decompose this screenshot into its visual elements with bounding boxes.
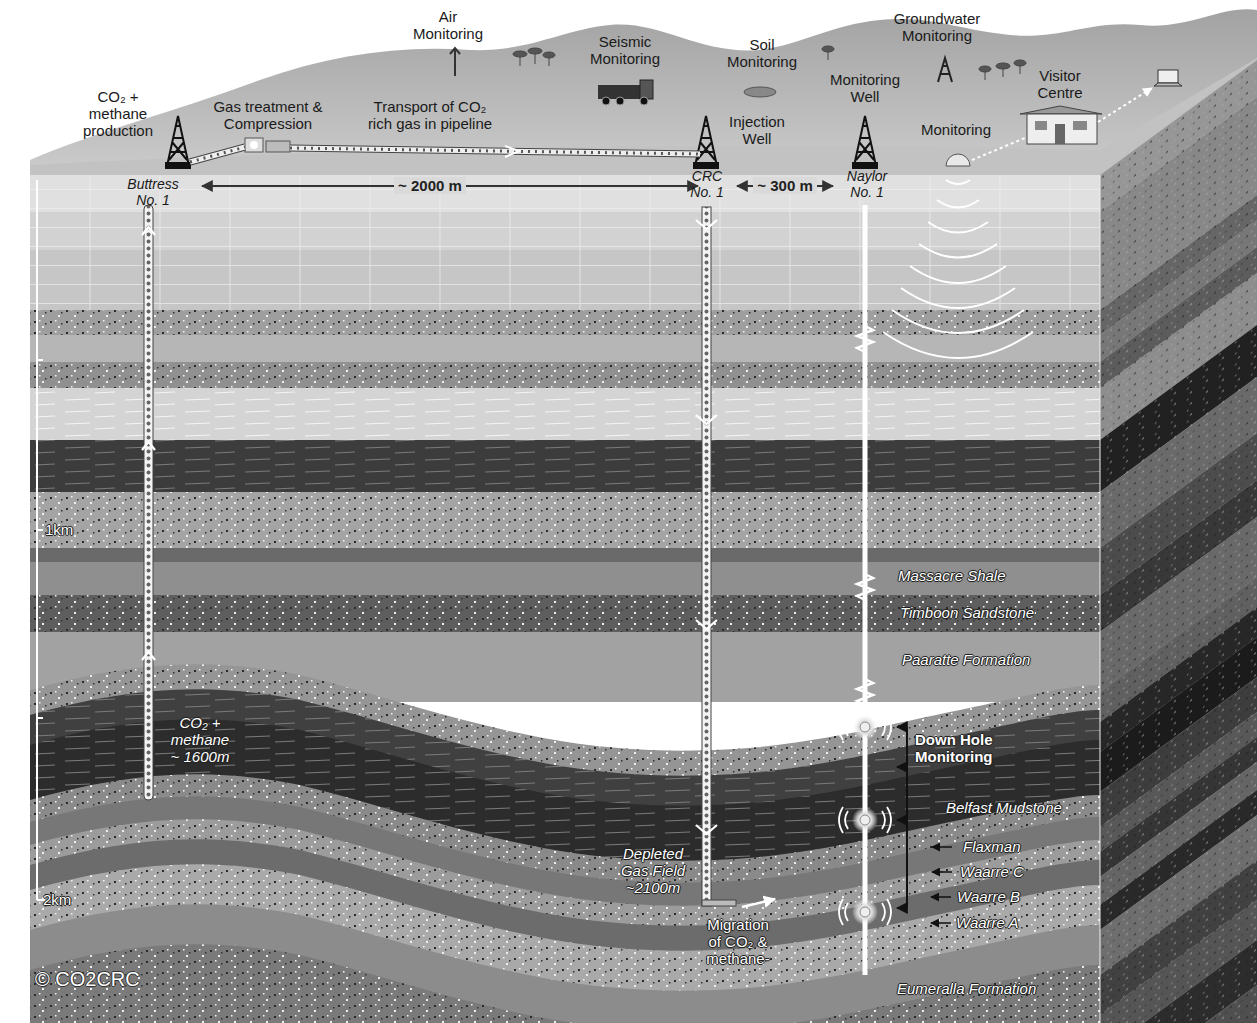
surface-label: Soil Monitoring (720, 36, 805, 70)
formation-label: Waarre B (957, 888, 1020, 905)
laptop (1154, 70, 1182, 86)
rock-layers (30, 175, 1100, 1023)
monitoring-label: Down Hole Monitoring (915, 731, 1025, 765)
well-name: Buttress No. 1 (118, 176, 188, 208)
monitoring-dome (946, 154, 970, 166)
dimension-label: ~ 300 m (753, 177, 816, 194)
migration-arrow (742, 899, 775, 907)
surface-label: Visitor Centre (1025, 67, 1095, 101)
seismic-waves (883, 180, 1033, 358)
formation-label: Massacre Shale (898, 567, 1006, 584)
soil-sensor (744, 87, 776, 97)
formation-label: Timboon Sandstone (900, 604, 1034, 621)
air-monitoring-mast (450, 48, 460, 76)
formation-label: Paaratte Formation (902, 651, 1030, 668)
depth-label: Depleted Gas Field ~2100m (616, 845, 691, 896)
surface-label: Air Monitoring (406, 8, 491, 42)
surface-label: Seismic Monitoring (580, 33, 670, 67)
well-name: Naylor No. 1 (837, 168, 897, 200)
depth-scale-label: 1km (45, 521, 73, 538)
depth-scale-label: 2km (43, 891, 71, 908)
down-hole-bracket (897, 727, 907, 908)
pipeline (190, 146, 700, 162)
surface-label: Monitoring (921, 121, 991, 138)
gas-plant (245, 138, 290, 152)
formation-label: Waarre A (956, 914, 1019, 931)
well-name: CRC No. 1 (682, 168, 732, 200)
surface-label: Transport of CO₂ rich gas in pipeline (363, 98, 498, 132)
production-well (142, 205, 155, 800)
formation-label: Eumeralla Formation (897, 980, 1036, 997)
depth-scale (37, 180, 45, 900)
surface-label: CO₂ + methane production (78, 88, 158, 139)
surface-label: Injection Well (717, 113, 797, 147)
dimension-label: ~ 2000 m (394, 177, 466, 194)
groundwater-rig (938, 58, 952, 82)
seismic-truck (598, 80, 653, 105)
formation-pointers (931, 847, 952, 923)
hills (30, 9, 1257, 175)
monitoring-well (839, 205, 891, 975)
surface-label: Monitoring Well (823, 71, 908, 105)
formation-label: Flaxman (963, 838, 1021, 855)
block-side (1100, 0, 1257, 1023)
formation-label: Waarre C (960, 863, 1024, 880)
injection-well (696, 207, 736, 906)
migration-label: Migration of CO₂ & methane- (702, 916, 774, 967)
visitor-centre-building (1020, 106, 1102, 144)
copyright-notice: © CO2CRC (35, 968, 140, 990)
surface-label: Groundwater Monitoring (882, 10, 992, 44)
surface-label: Gas treatment & Compression (203, 98, 333, 132)
formation-label: Belfast Mudstone (946, 799, 1062, 816)
depth-label: CO₂ + methane ~ 1600m (168, 714, 233, 765)
